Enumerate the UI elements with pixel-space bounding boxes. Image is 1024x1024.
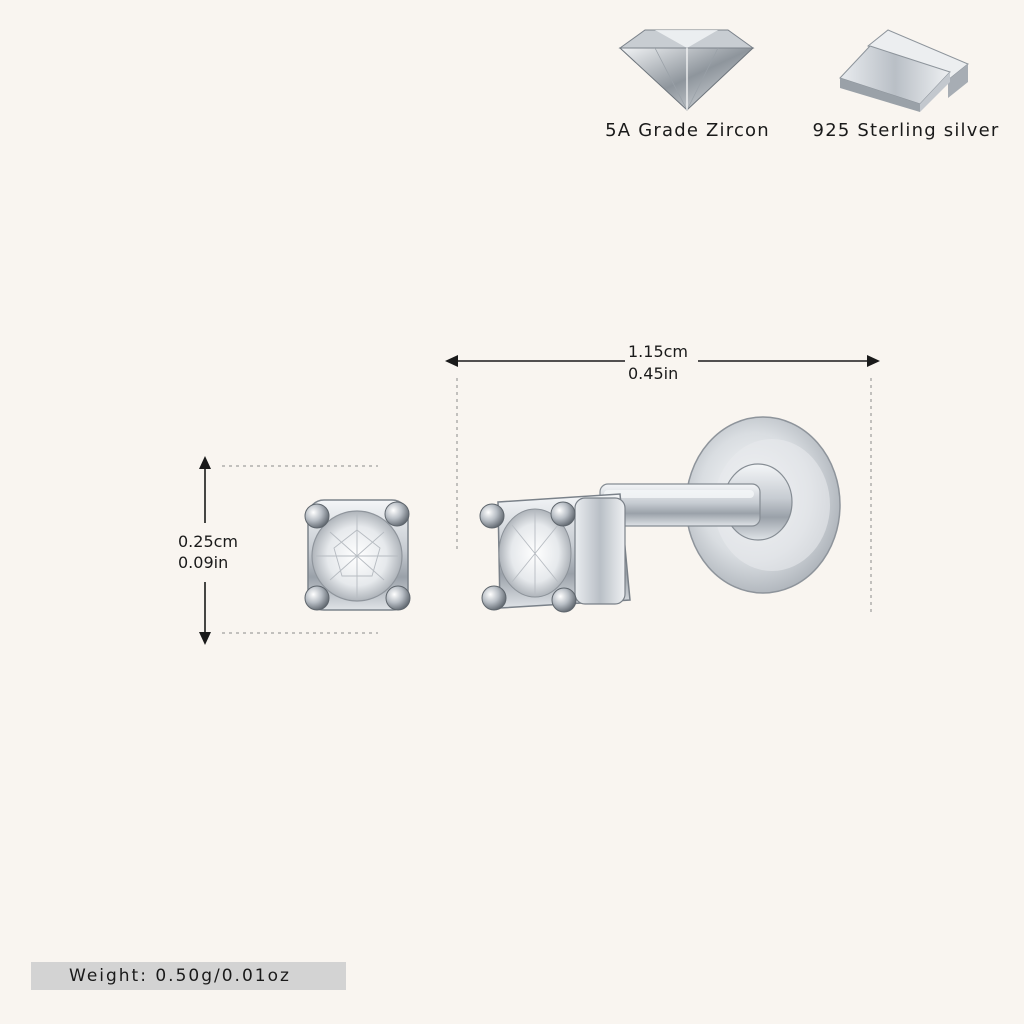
sterling-silver-label: 925 Sterling silver [812, 120, 1000, 141]
zircon-gem-icon [618, 29, 755, 111]
width-cm-label: 1.15cm [628, 342, 689, 361]
zircon-grade-label: 5A Grade Zircon [605, 120, 770, 141]
earring-front-view [304, 499, 411, 611]
width-in-label: 0.45in [628, 364, 679, 383]
earring-side-view [479, 416, 841, 613]
height-dimension-line [199, 456, 378, 645]
height-in-label: 0.09in [178, 553, 229, 572]
weight-label: Weight: 0.50g/0.01oz [69, 966, 291, 986]
silver-bars-icon [839, 29, 969, 112]
weight-bar: Weight: 0.50g/0.01oz [31, 962, 346, 990]
width-dimension-line [445, 355, 880, 612]
height-cm-label: 0.25cm [178, 532, 239, 551]
